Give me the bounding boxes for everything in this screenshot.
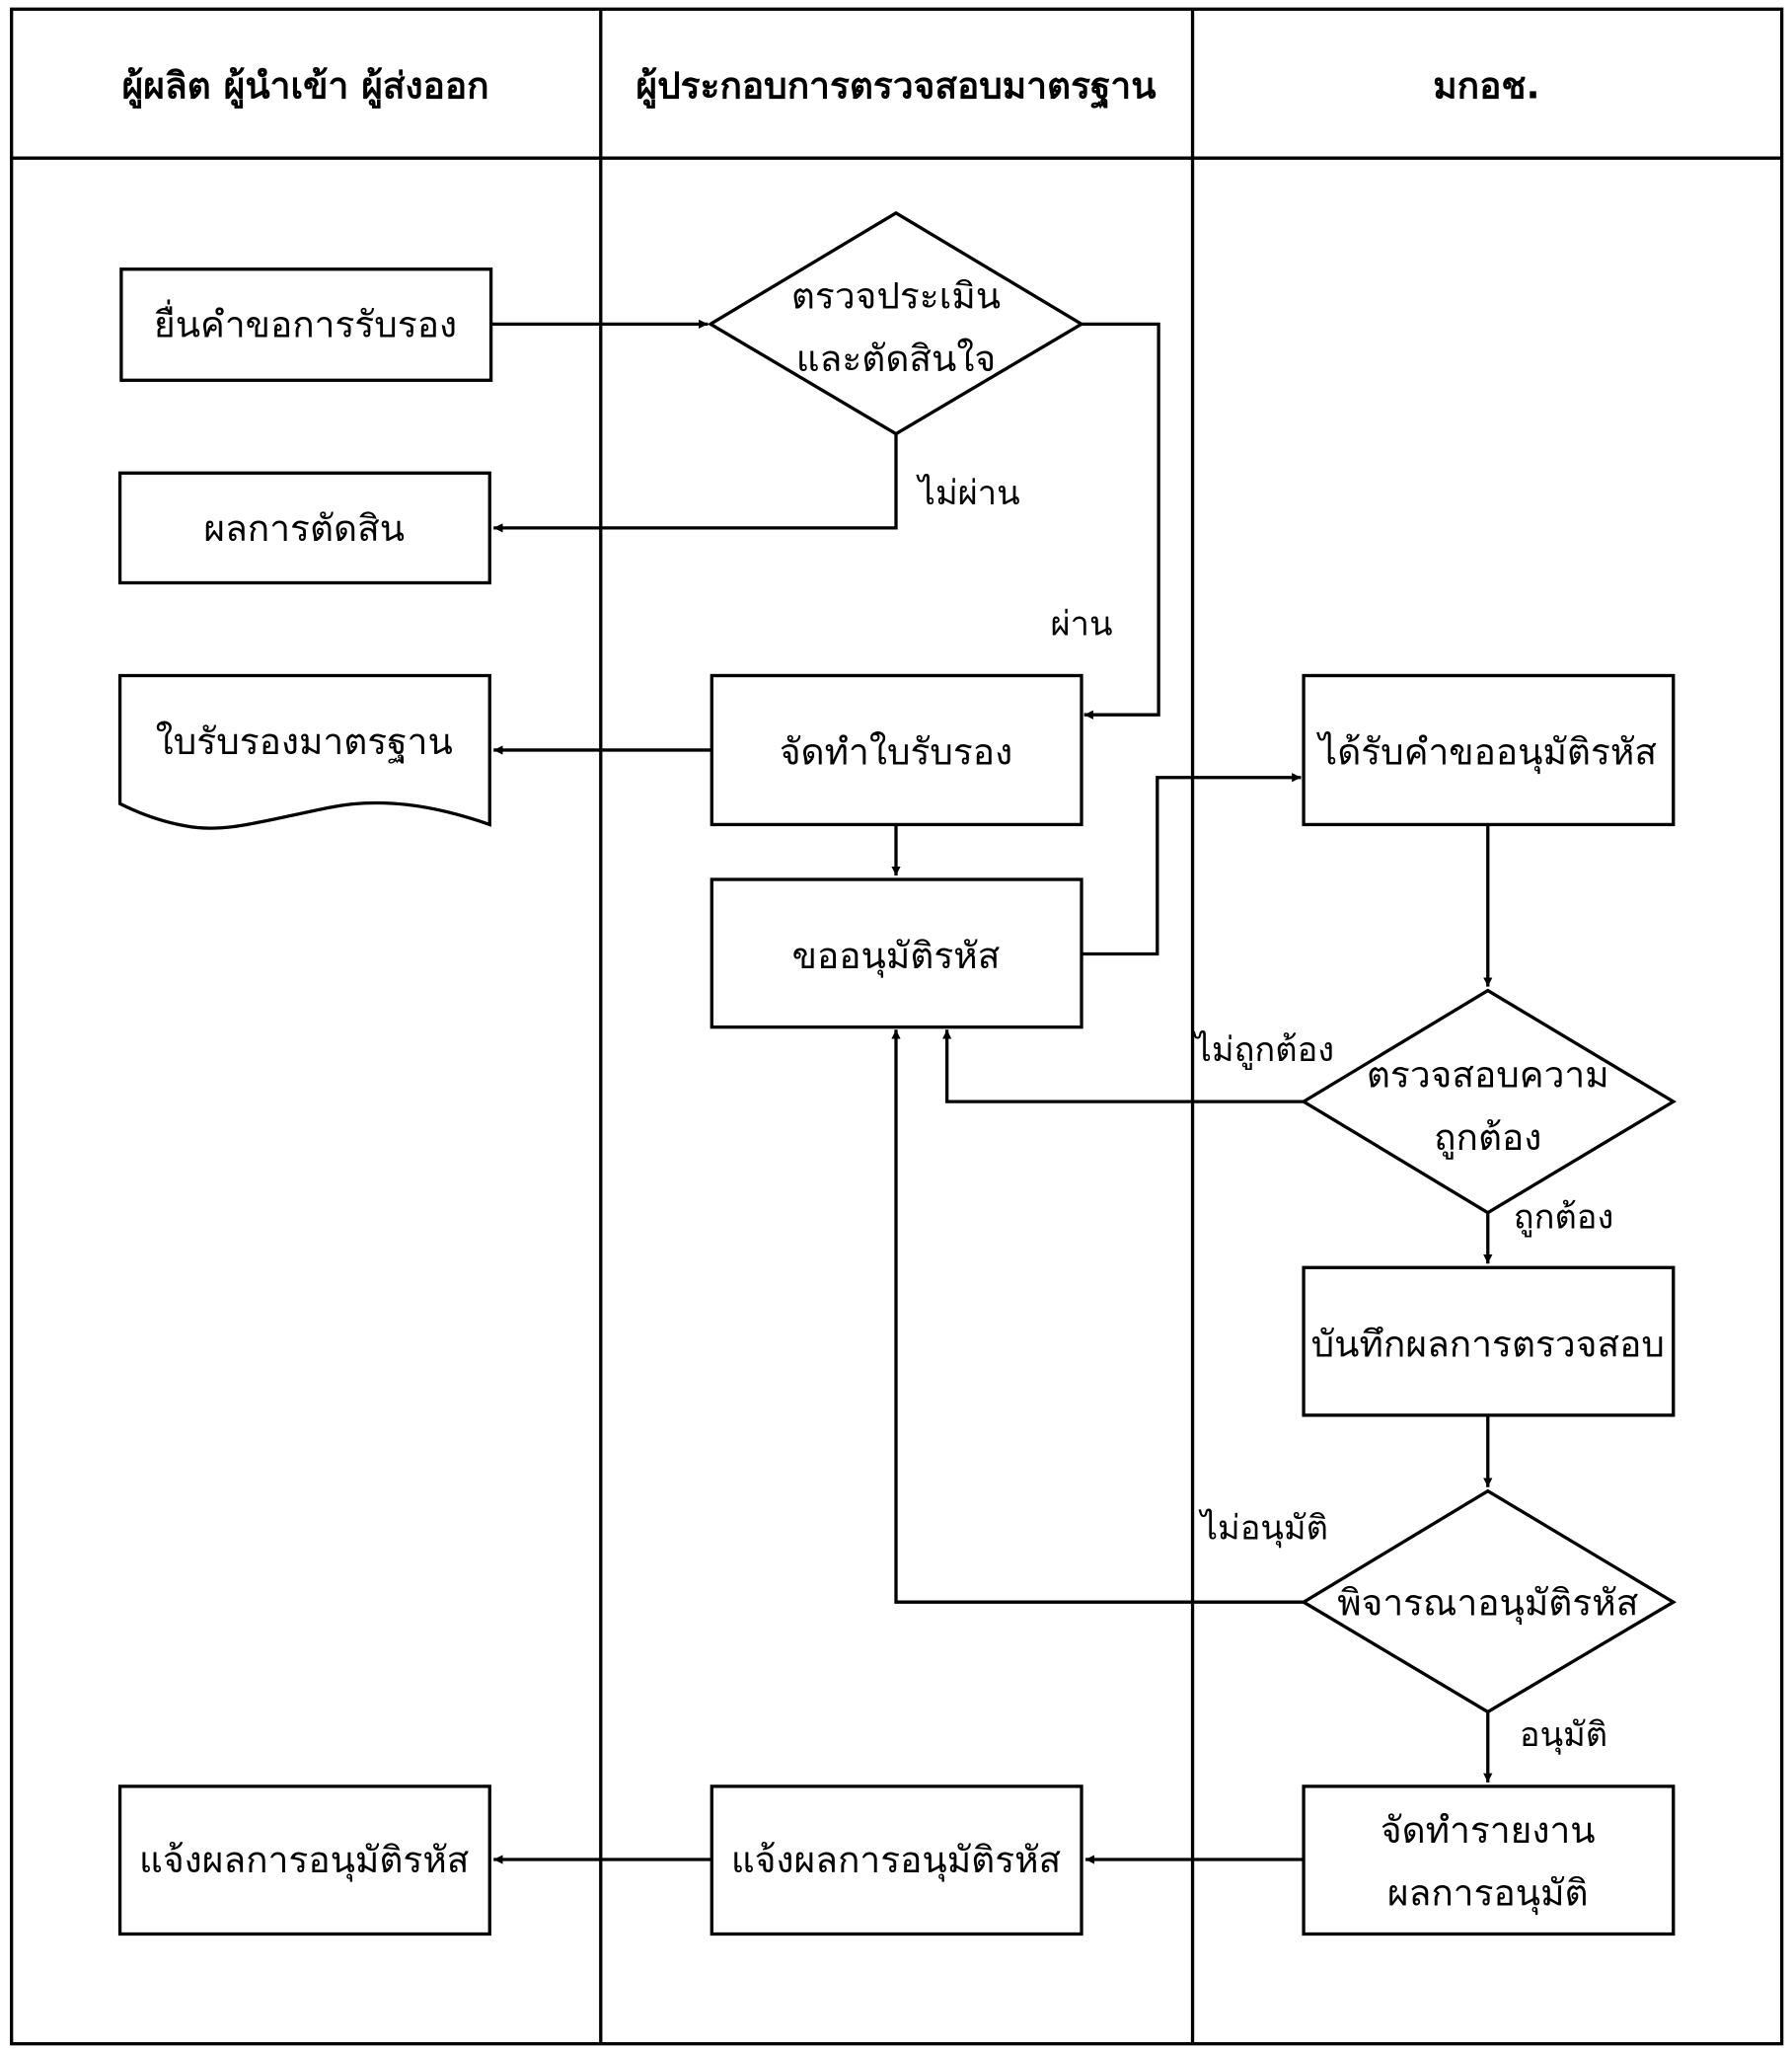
node-label-line2: ถูกต้อง	[1434, 1116, 1541, 1160]
node-label-line2: และตัดสินใจ	[796, 338, 996, 380]
node-label: ผลการตัดสิน	[203, 507, 405, 550]
decision-diamond	[1300, 988, 1677, 1215]
frame-border	[10, 7, 1784, 2046]
node-label: แจ้งผลการอนุมัติรหัส	[139, 1839, 469, 1882]
process-box	[1302, 1784, 1676, 1936]
node-label: จัดทำใบรับรอง	[780, 731, 1012, 774]
edge-verify-incorrect	[942, 1029, 1305, 1103]
node-issue-certificate[interactable]: จัดทำใบรับรอง	[709, 673, 1083, 827]
edge-label-correct: ถูกต้อง	[1514, 1198, 1613, 1238]
node-request-code[interactable]: ขออนุมัติรหัส	[709, 877, 1083, 1029]
edge-consider-not-approved	[891, 1029, 1305, 1604]
node-label-line1: จัดทำรายงาน	[1381, 1809, 1596, 1852]
edge-label-not-approved: ไม่อนุมัติ	[1198, 1509, 1328, 1549]
node-label-line1: ตรวจสอบความ	[1367, 1054, 1609, 1097]
node-verify-decision[interactable]: ตรวจสอบความ ถูกต้อง	[1300, 988, 1677, 1215]
lane-header-producer: ผู้ผลิต ผู้นำเข้า ผู้ส่งออก	[122, 64, 489, 109]
process-box	[709, 1784, 1083, 1936]
node-label: บันทึกผลการตรวจสอบ	[1311, 1323, 1665, 1365]
node-submit-request[interactable]: ยื่นคำขอการรับรอง	[119, 267, 493, 382]
process-box	[117, 471, 491, 585]
node-receive-request[interactable]: ได้รับคำขออนุมัติรหัส	[1302, 673, 1676, 827]
node-notify-mid[interactable]: แจ้งผลการอนุมัติรหัส	[709, 1784, 1083, 1936]
node-evaluate-decision[interactable]: ตรวจประเมิน และตัดสินใจ	[707, 210, 1085, 436]
node-certificate[interactable]: ใบรับรองมาตรฐาน	[117, 673, 491, 830]
document-shape	[117, 673, 491, 830]
edge-label-incorrect: ไม่ถูกต้อง	[1192, 1030, 1334, 1070]
swimlane-frame	[10, 7, 1784, 2046]
process-box	[1302, 1265, 1676, 1417]
decision-diamond	[1300, 1488, 1678, 1714]
process-box	[117, 1784, 491, 1936]
process-box	[119, 267, 493, 382]
node-label: ขออนุมัติรหัส	[792, 935, 1001, 978]
node-decision-result[interactable]: ผลการตัดสิน	[117, 471, 491, 585]
node-label-line1: ตรวจประเมิน	[791, 274, 1001, 317]
process-box	[709, 877, 1083, 1029]
node-label-line2: ผลการอนุมัติ	[1387, 1871, 1589, 1915]
node-label: ใบรับรองมาตรฐาน	[156, 721, 453, 764]
node-label: แจ้งผลการอนุมัติรหัส	[731, 1839, 1061, 1882]
lane-header-acfs: มกอช.	[1433, 64, 1539, 107]
node-label: ได้รับคำขออนุมัติรหัส	[1316, 731, 1657, 775]
node-consider-decision[interactable]: พิจารณาอนุมัติรหัส	[1300, 1488, 1678, 1714]
edge-label-pass: ผ่าน	[1051, 604, 1113, 644]
process-box	[709, 673, 1083, 827]
lane-header-inspector: ผู้ประกอบการตรวจสอบมาตรฐาน	[635, 64, 1157, 109]
node-prepare-report[interactable]: จัดทำรายงาน ผลการอนุมัติ	[1302, 1784, 1676, 1936]
edge-request-to-receive	[1082, 773, 1302, 956]
node-label: ยื่นคำขอการรับรอง	[154, 299, 457, 346]
node-label: พิจารณาอนุมัติรหัส	[1337, 1581, 1638, 1625]
edge-evaluate-fail	[493, 433, 898, 533]
connectors	[490, 319, 1493, 1864]
edge-label-fail: ไม่ผ่าน	[916, 474, 1020, 513]
node-record-result[interactable]: บันทึกผลการตรวจสอบ	[1302, 1265, 1676, 1417]
node-notify-left[interactable]: แจ้งผลการอนุมัติรหัส	[117, 1784, 491, 1936]
edge-label-approved: อนุมัติ	[1520, 1715, 1607, 1755]
decision-diamond	[707, 210, 1085, 436]
process-box	[1302, 673, 1676, 827]
edge-evaluate-pass	[1082, 322, 1160, 720]
